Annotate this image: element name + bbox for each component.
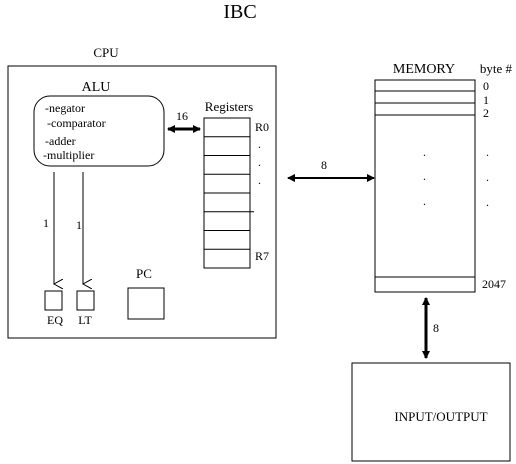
alu-label: ALU [82, 80, 111, 95]
alu-function-multiplier: -multiplier [43, 148, 94, 162]
register-r7-label: R7 [255, 249, 269, 263]
pc-box [127, 287, 165, 320]
pc-label: PC [136, 266, 152, 281]
byte-number-header: byte # [480, 61, 513, 76]
cpu-memory-bus-width: 8 [321, 158, 327, 172]
register-stack [203, 117, 254, 269]
address-ellipsis: . [486, 145, 489, 159]
memory-address-1: 1 [483, 93, 489, 107]
register-r0-label: R0 [255, 120, 269, 134]
address-ellipsis: . [486, 195, 489, 209]
address-ellipsis: . [486, 170, 489, 184]
memory-box [374, 79, 476, 293]
lt-flag-label: LT [78, 313, 92, 327]
alu-register-bus-width: 16 [176, 109, 188, 123]
register-ellipsis-1: . [258, 137, 261, 151]
alu-box [33, 95, 165, 167]
eq-flag-box [44, 290, 63, 311]
io-label: INPUT/OUTPUT [394, 409, 487, 424]
alu-function-adder: -adder [45, 134, 76, 148]
eq-flag-label: EQ [47, 313, 63, 327]
io-box [351, 362, 511, 462]
registers-label: Registers [205, 99, 253, 114]
memory-ellipsis: . [423, 145, 426, 159]
memory-address-2047: 2047 [482, 277, 506, 291]
diagram-title: IBC [223, 1, 256, 23]
register-ellipsis-3: . [258, 173, 261, 187]
lt-flag-box [76, 290, 95, 311]
cpu-box [7, 65, 277, 339]
memory-ellipsis: . [423, 194, 426, 208]
memory-address-2: 2 [483, 106, 489, 120]
memory-io-bus-width: 8 [433, 321, 439, 335]
memory-address-0: 0 [483, 79, 489, 93]
alu-function-comparator: -comparator [47, 116, 106, 130]
lt-flag-line-width: 1 [76, 218, 82, 232]
memory-label: MEMORY [393, 62, 455, 77]
memory-ellipsis: . [423, 169, 426, 183]
eq-flag-line-width: 1 [43, 216, 49, 230]
cpu-label: CPU [93, 45, 119, 60]
alu-function-negator: -negator [45, 101, 85, 115]
register-ellipsis-2: . [258, 155, 261, 169]
